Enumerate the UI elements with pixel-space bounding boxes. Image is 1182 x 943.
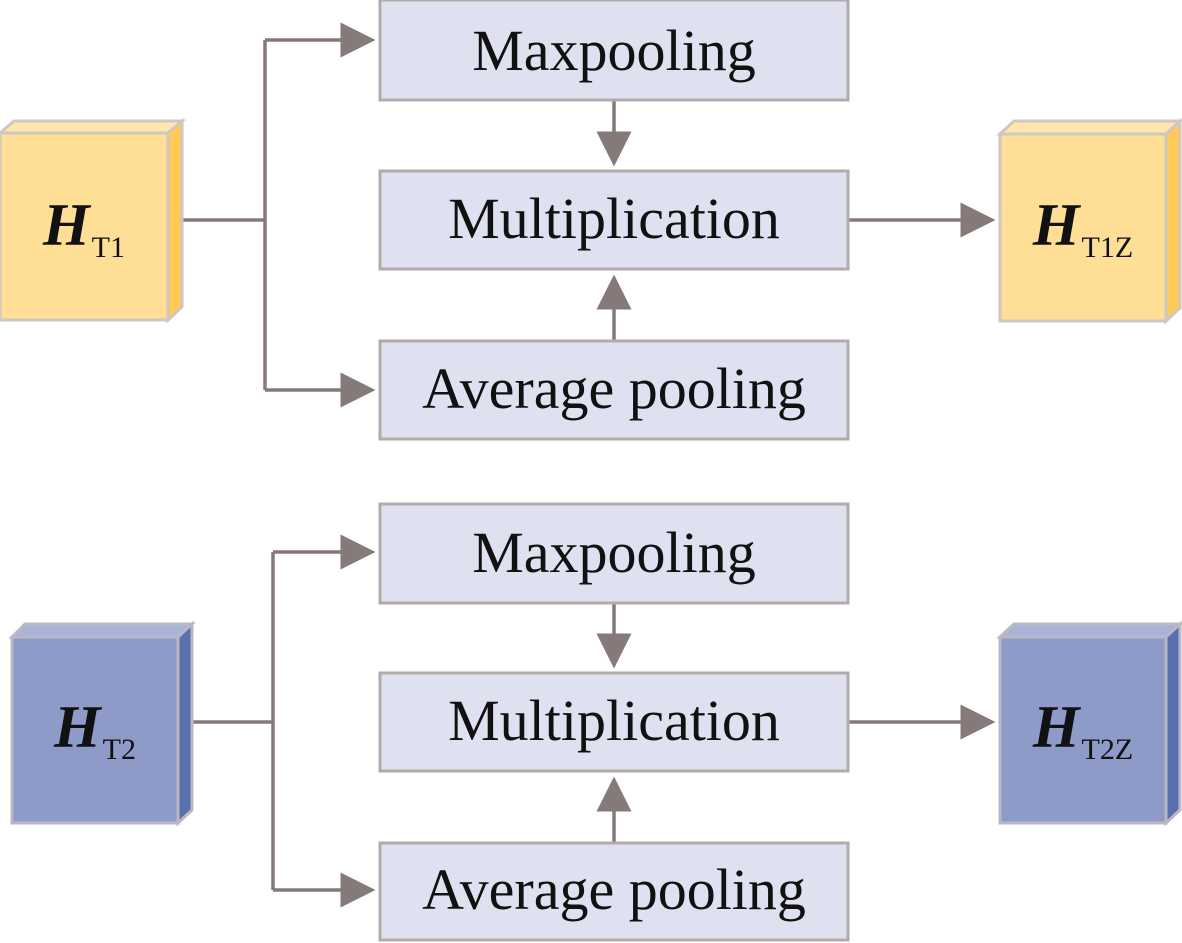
top-input-cube-front: [0, 131, 170, 322]
bottom-output-cube-top: [996, 622, 1182, 639]
top-panel: HT1 Maxpooling Multiplication Average po…: [0, 0, 1182, 441]
bottom-input-label: HT2: [53, 694, 136, 766]
bottom-output-main: H: [1032, 694, 1082, 760]
bottom-output-sub: T2Z: [1082, 733, 1134, 766]
bottom-input-sub: T2: [103, 733, 136, 766]
top-output-cube-side: [1164, 117, 1182, 325]
top-output-sub: T1Z: [1082, 231, 1134, 264]
bottom-output-cube-side: [1164, 620, 1182, 827]
bottom-input-cube-front: [10, 635, 180, 825]
bottom-output-cube-front: [998, 635, 1168, 825]
top-output-main: H: [1032, 192, 1082, 258]
top-output-label: HT1Z: [1032, 192, 1133, 264]
bottom-avgpooling-label: Average pooling: [422, 857, 806, 922]
top-input-cube: HT1: [0, 117, 187, 324]
bottom-input-cube: HT2: [8, 620, 196, 827]
bottom-input-cube-side: [176, 620, 194, 827]
bottom-multiplication-label: Multiplication: [448, 688, 780, 753]
bottom-panel: HT2 Maxpooling Multiplication Average po…: [8, 502, 1182, 942]
top-maxpooling-label: Maxpooling: [472, 18, 756, 83]
bottom-connectors: [178, 534, 996, 908]
top-avgpooling-box: Average pooling: [378, 339, 850, 441]
top-input-label: HT1: [42, 192, 125, 264]
top-input-cube-top: [0, 119, 187, 135]
bottom-avgpooling-box: Average pooling: [378, 841, 850, 942]
bottom-input-main: H: [53, 694, 103, 760]
bottom-input-cube-top: [8, 622, 196, 639]
top-avgpooling-label: Average pooling: [422, 356, 806, 421]
top-output-cube: HT1Z: [996, 117, 1182, 325]
top-input-sub: T1: [92, 231, 125, 264]
top-input-cube-side: [166, 117, 184, 324]
bottom-output-cube: HT2Z: [996, 620, 1182, 827]
bottom-multiplication-box: Multiplication: [378, 671, 850, 773]
top-maxpooling-box: Maxpooling: [378, 0, 850, 102]
bottom-maxpooling-label: Maxpooling: [472, 520, 756, 585]
bottom-maxpooling-box: Maxpooling: [378, 502, 850, 605]
top-input-main: H: [42, 192, 92, 258]
top-output-cube-top: [996, 119, 1182, 136]
top-output-cube-front: [998, 132, 1168, 323]
top-multiplication-box: Multiplication: [378, 169, 850, 271]
top-multiplication-label: Multiplication: [448, 186, 780, 251]
bottom-output-label: HT2Z: [1032, 694, 1133, 766]
top-connectors: [168, 22, 996, 408]
